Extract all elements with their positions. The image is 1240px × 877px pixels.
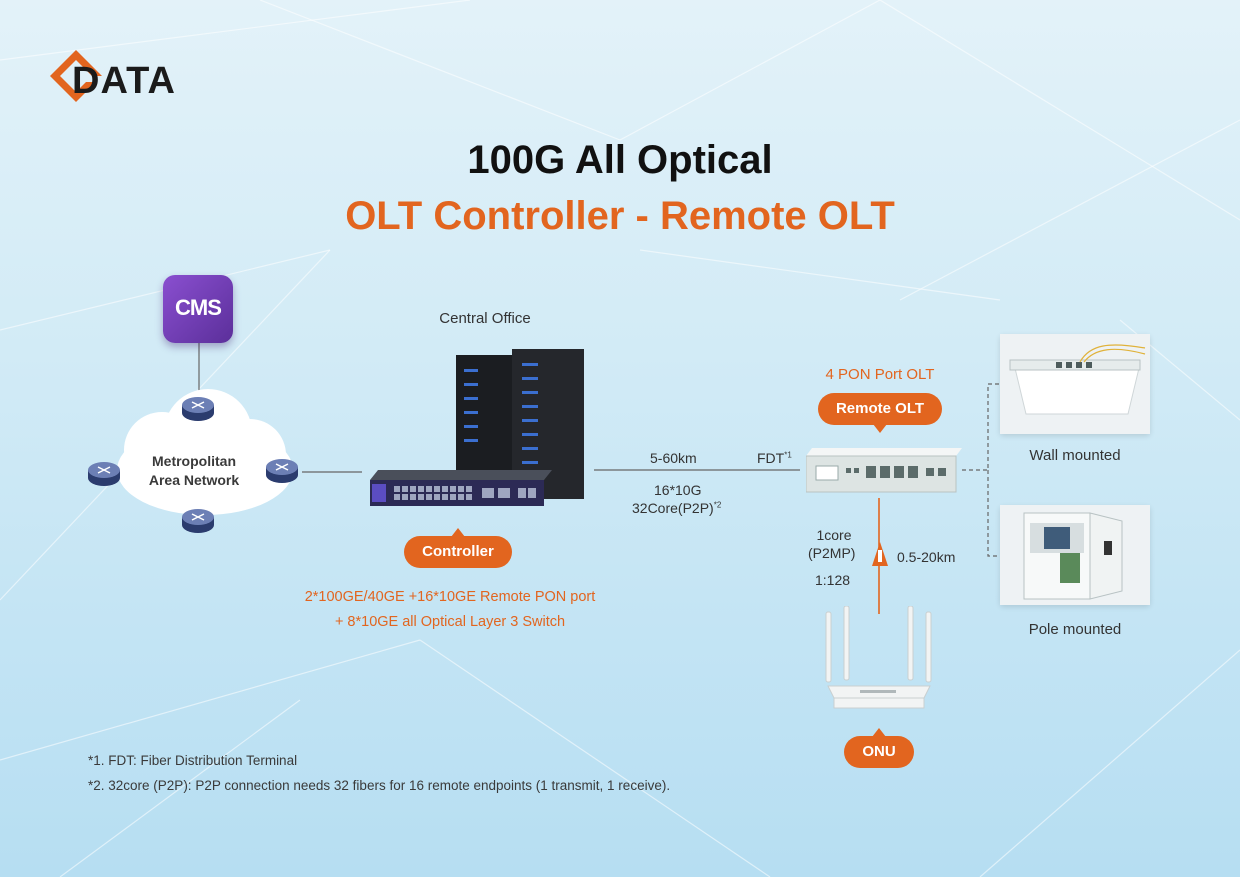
footnote-1-text: 1. FDT: Fiber Distribution Terminal [93, 753, 298, 768]
logo-mark-icon [50, 50, 102, 102]
page-subtitle: OLT Controller - Remote OLT [345, 194, 895, 238]
link-cores: 32Core(P2P)*2 [632, 500, 721, 516]
logo-text: DATA [72, 60, 176, 102]
link-distance: 5-60km [650, 450, 697, 466]
router-icon [266, 459, 298, 483]
onu-device-icon [825, 606, 932, 709]
onu-core: 1core [816, 527, 852, 543]
router-icon [88, 462, 120, 486]
link-ports: 16*10G [654, 482, 702, 498]
metro-network-label: Metropolitan Area Network [134, 452, 254, 490]
footnote-1: *1. FDT: Fiber Distribution Terminal [88, 753, 297, 768]
controller-desc-line1: 2*100GE/40GE +16*10GE Remote PON port [304, 589, 596, 605]
wall-mounted-label: Wall mounted [1029, 447, 1121, 464]
link-fdt: FDT*1 [757, 450, 792, 466]
onu-distance: 0.5-20km [897, 549, 956, 565]
onu-mode: (P2MP) [808, 545, 856, 561]
onu-badge: ONU [844, 736, 914, 768]
wall-mounted-olt-image [1000, 334, 1150, 434]
pole-mounted-photo [1000, 505, 1150, 605]
pole-mounted-olt-image [1000, 505, 1150, 605]
link-fdt-sup: *1 [784, 450, 792, 460]
cms-label: CMS [175, 295, 222, 320]
page-title: 100G All Optical [467, 138, 773, 182]
router-icon [182, 397, 214, 421]
onu-ratio: 1:128 [815, 572, 851, 588]
link-cores-sup: *2 [713, 500, 722, 510]
logo: DATA [46, 46, 196, 116]
remote-olt-badge-pointer [873, 424, 887, 433]
router-icon [182, 509, 214, 533]
metro-label-line2: Area Network [148, 472, 240, 488]
olt-device-icon [806, 448, 962, 493]
splitter-icon [872, 542, 888, 566]
remote-olt-badge: Remote OLT [818, 393, 942, 425]
pole-mounted-label: Pole mounted [1028, 621, 1122, 638]
controller-badge-pointer [451, 528, 465, 537]
controller-badge: Controller [404, 536, 512, 568]
link-fdt-text: FDT [757, 450, 785, 466]
olt-title: 4 PON Port OLT [825, 366, 935, 383]
cms-server: CMS [163, 275, 233, 343]
footnote-2-bullet: * [88, 778, 94, 793]
footnote-2: *2. 32core (P2P): P2P connection needs 3… [88, 778, 670, 793]
onu-badge-pointer [872, 728, 886, 737]
controller-desc-line2: + 8*10GE all Optical Layer 3 Switch [334, 614, 566, 630]
wall-mounted-photo [1000, 334, 1150, 434]
footnote-1-bullet: * [88, 753, 94, 768]
controller-device-icon [370, 470, 552, 506]
footnote-2-text: 2. 32core (P2P): P2P connection needs 32… [93, 778, 671, 793]
metro-label-line1: Metropolitan [152, 453, 236, 469]
link-cores-text: 32Core(P2P) [632, 500, 714, 516]
controller-description: 2*100GE/40GE +16*10GE Remote PON port + … [260, 585, 640, 635]
central-office-label: Central Office [439, 310, 531, 327]
